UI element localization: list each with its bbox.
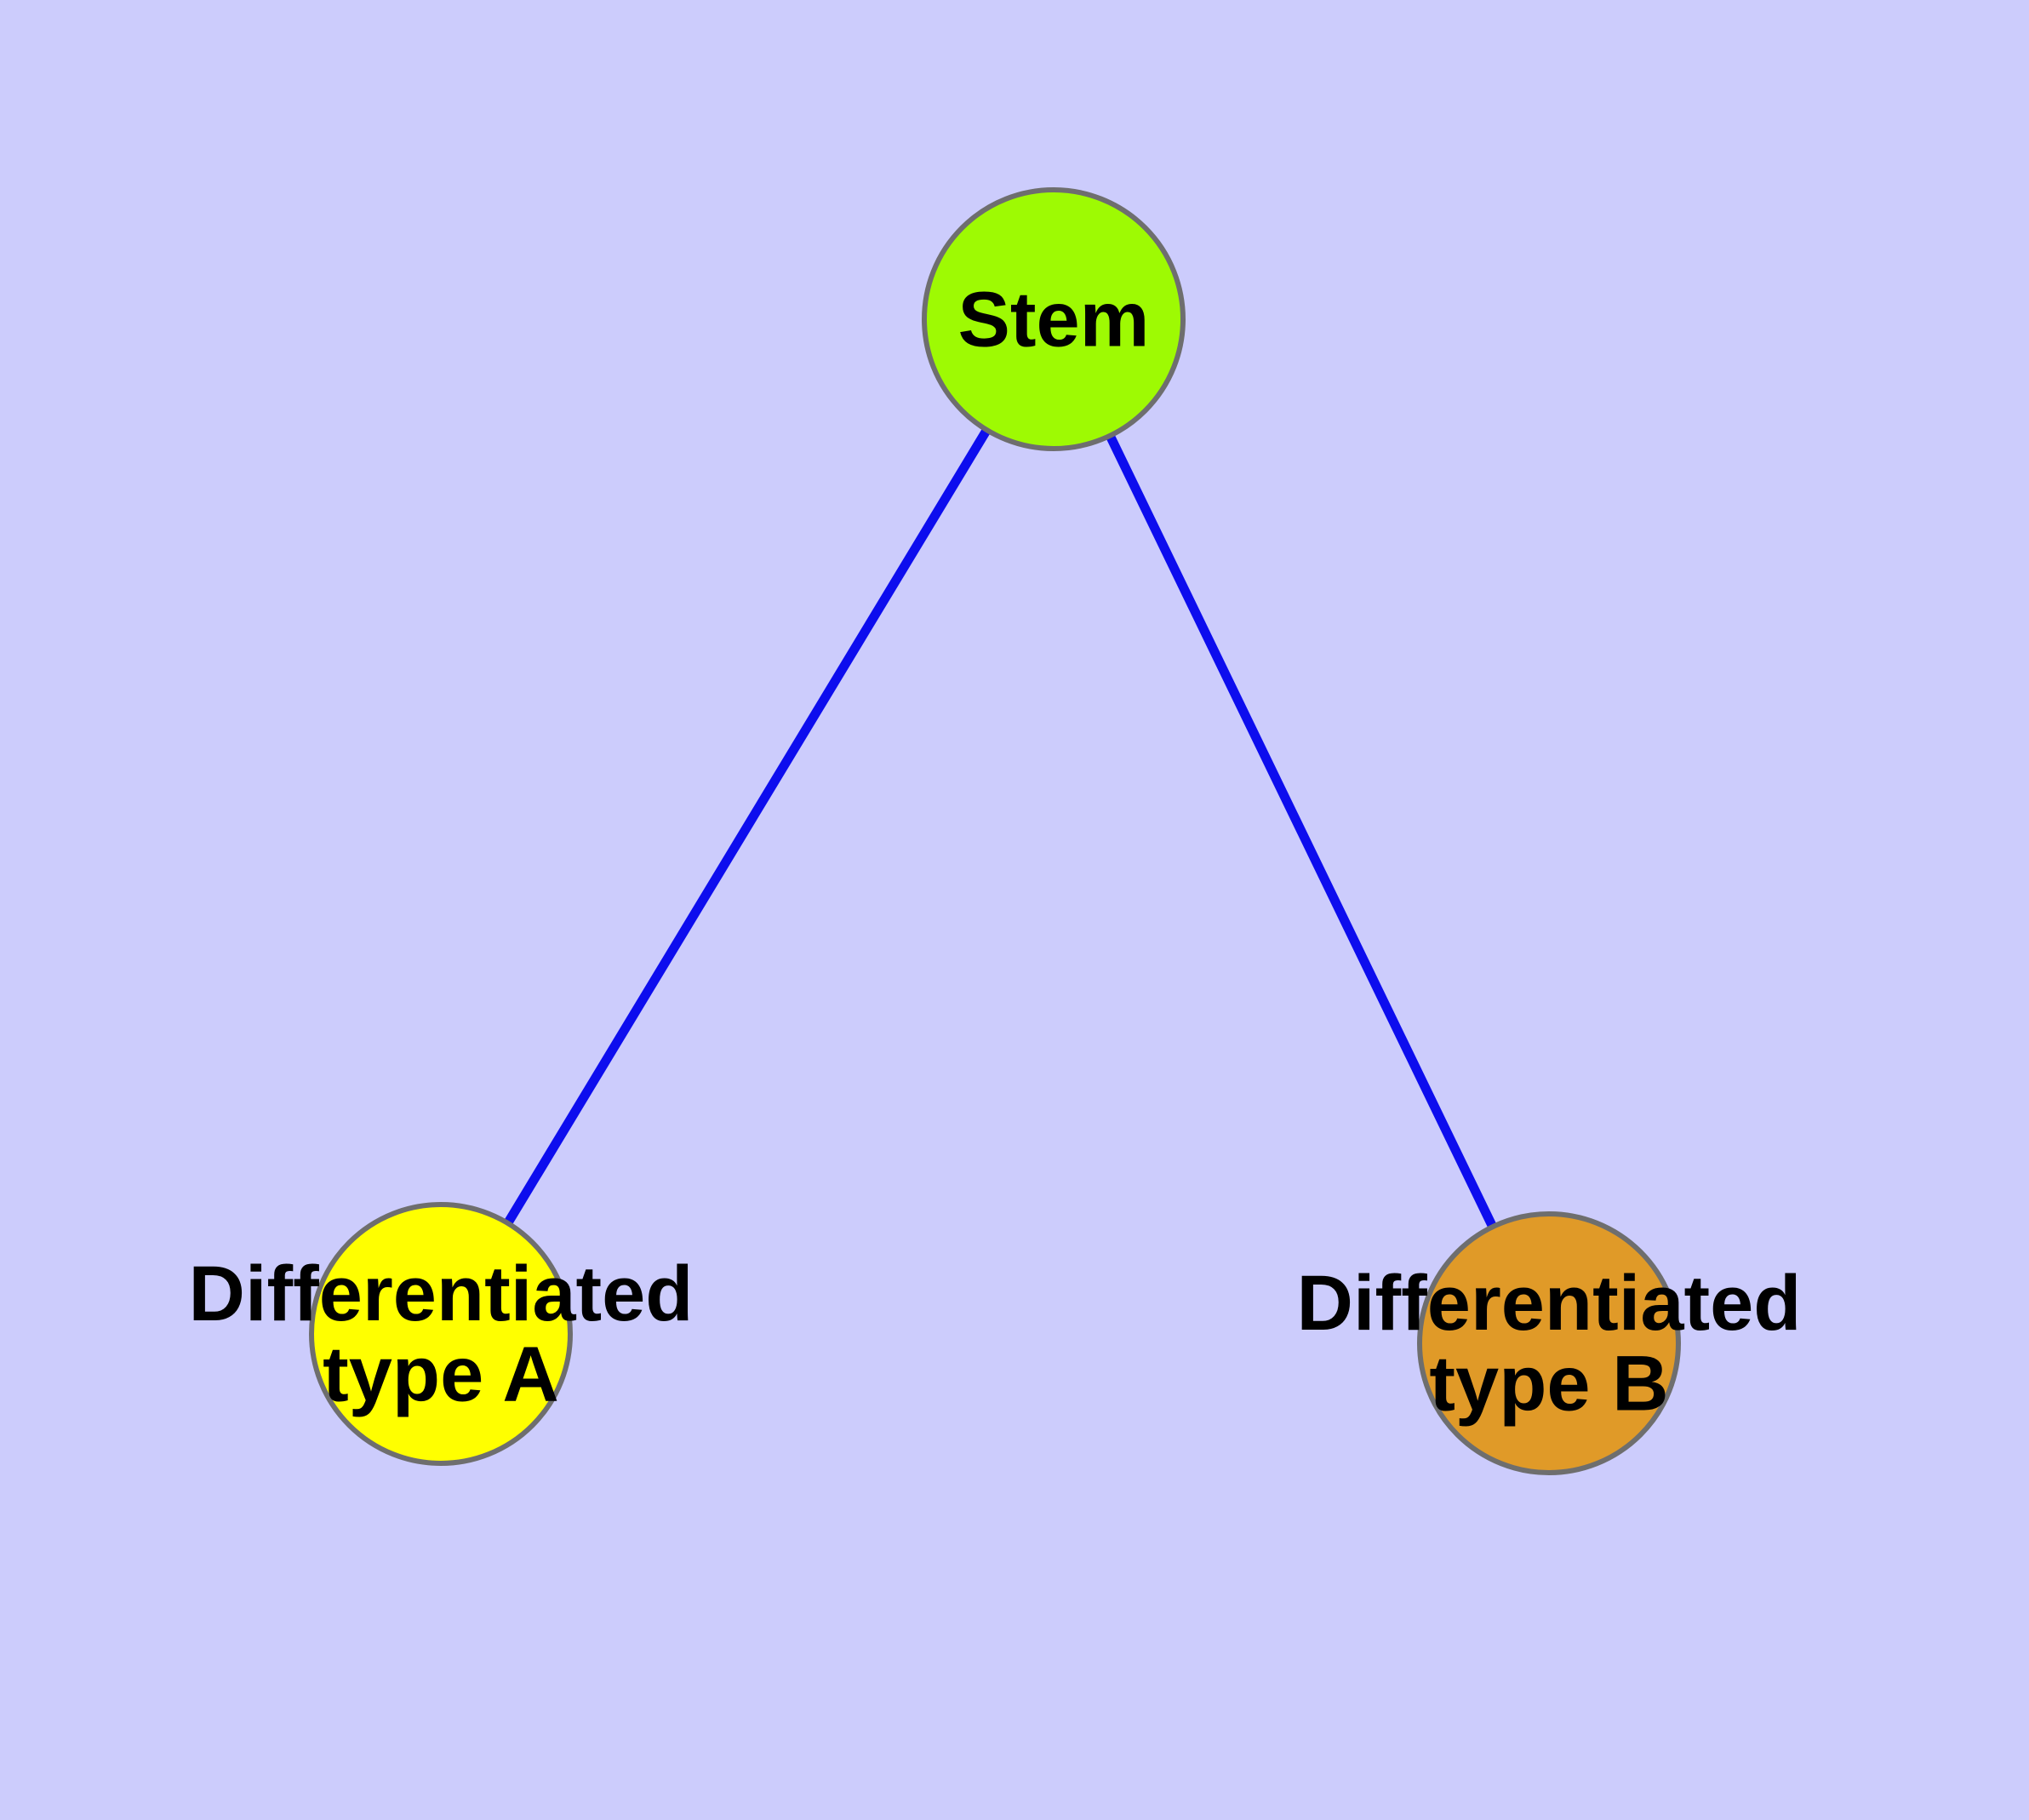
node-differentiated-type-a-circle[interactable]: [309, 1202, 573, 1466]
node-differentiated-type-b-circle[interactable]: [1417, 1211, 1681, 1475]
node-stem-label: Stem: [958, 276, 1150, 363]
edge-layer: [437, 317, 1553, 1346]
edge-stem-to-differentiated-type-a[interactable]: [437, 317, 1058, 1336]
node-stem-circle[interactable]: [922, 187, 1186, 451]
edge-stem-to-differentiated-type-b[interactable]: [1049, 317, 1553, 1346]
node-stem[interactable]: Stem: [922, 187, 1186, 451]
